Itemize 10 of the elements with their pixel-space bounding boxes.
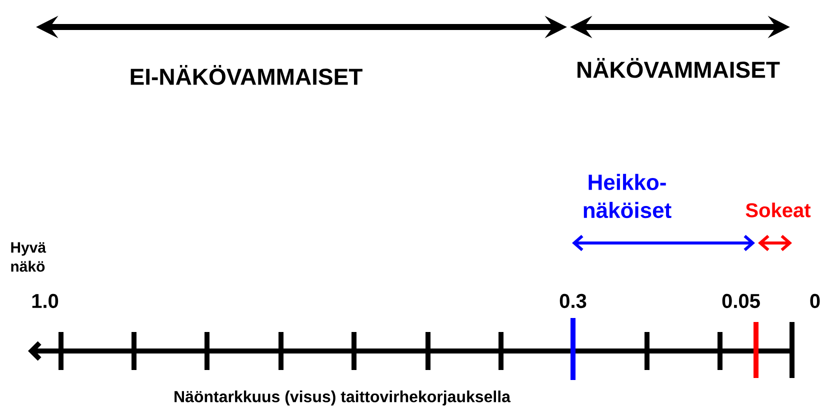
range-label: Sokeat: [746, 202, 811, 218]
scale-end-label: Hyvä näkö: [11, 242, 46, 272]
tick-label: 0: [810, 294, 820, 308]
group-label: EI-NÄKÖVAMMAISET: [130, 65, 362, 85]
axis-title: Näöntarkkuus (visus) taittovirhekorjauksella: [174, 390, 511, 406]
range-label: Heikko- näköiset: [584, 174, 672, 218]
tick-label: 0.05: [722, 294, 760, 308]
tick-label: 0.3: [560, 294, 586, 308]
tick-label: 1.0: [32, 294, 58, 308]
group-label: NÄKÖVAMMAISET: [578, 58, 780, 78]
